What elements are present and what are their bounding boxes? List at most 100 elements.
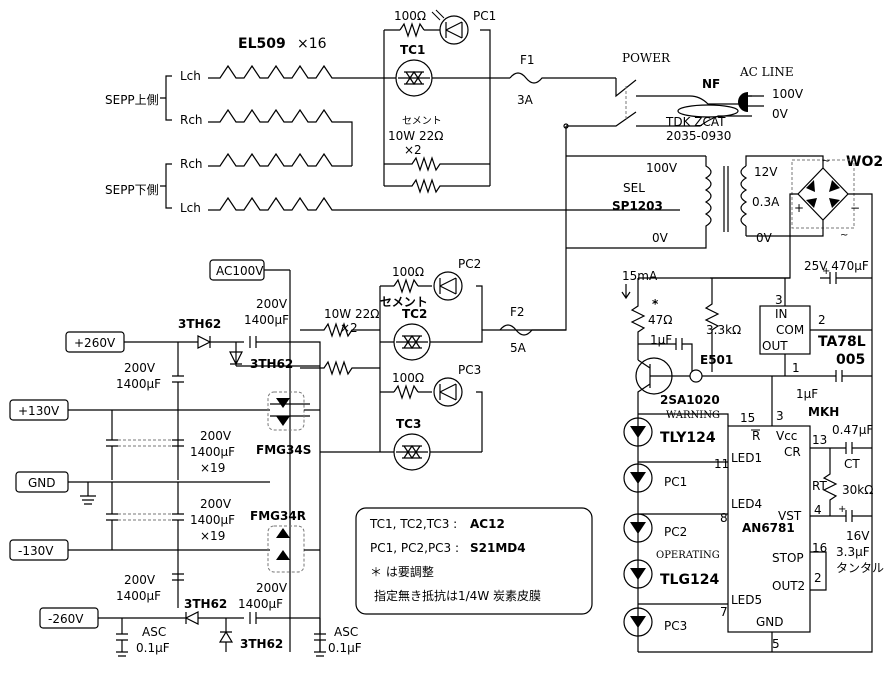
fuse-f2 [499,324,566,336]
c-main-top-c: 1400μF [116,377,161,391]
rch-upper-label: Rch [180,113,203,127]
sepp-upper-label: SEPP上側 [105,93,159,107]
c-bank-p-x: ×19 [200,461,225,475]
bridge-ac2: ~ [840,230,848,241]
gnd-bus [638,632,873,653]
r47-label: 47Ω [648,313,672,327]
pin-11: 11 [714,457,729,471]
cement-value-2: 10W 22Ω [324,307,379,321]
heater-row-1 [208,64,384,79]
notes-line4: 指定無き抵抗は1/4W 炭素皮膜 [374,588,541,603]
regulator-suffix: 005 [836,352,865,368]
r100-pc2 [393,278,419,294]
zcat-label-2: 2035-0930 [666,129,731,143]
pc1-led [623,463,653,493]
c-main-top [172,342,184,480]
tantal-label: タンタル [836,561,884,575]
port-p130-label: +130V [18,404,60,418]
fmg34s-label: FMG34S [256,443,311,457]
nf-wires [660,95,752,127]
ct-label: CT [844,457,860,471]
bridge-minus: − [850,201,860,215]
asc-left-label: ASC [142,625,166,639]
heater-row-4 [208,196,680,211]
rail-m260 [98,611,320,625]
heater-strings: EL509 ×16 SEPP上側 SEPP下側 Lch Rch Rch Lch [105,36,680,215]
xfmr-primary [704,156,712,238]
tantal-cap [810,510,872,522]
tc3-label: TC3 [396,417,421,431]
xfmr-core [723,166,729,232]
ic-stop: STOP [772,551,804,565]
bridge-ac1: ~ [822,156,830,167]
bridge-label: WO2 [846,154,883,170]
ic-rbar: R [752,429,760,443]
lower-brace [160,163,172,209]
pin-8: 8 [720,511,728,525]
notes-line2a: PC1, PC2,PC3 : [370,541,459,555]
pc1-triac [445,21,463,39]
ic-gnd: GND [756,615,784,629]
th62-4-label: 3TH62 [240,637,283,651]
ic-led1: LED1 [731,451,762,465]
c-main-bot-c: 1400μF [116,589,161,603]
cement-label-1: セメント [402,115,442,127]
xfmr-sec-leads [745,155,790,236]
ct-capacitor [810,442,872,454]
r100-pc3 [393,384,419,400]
xfmr-03a: 0.3A [752,195,780,209]
transformer-section: 100V SEL SP1203 0V 12V 0.3A 0V WO2 ~ ~ +… [612,154,883,648]
pc2-label: PC2 [458,257,481,271]
tc1-frame [383,29,491,186]
pin-16: 16 [812,541,827,555]
sepp-lower-label: SEPP下側 [105,183,159,197]
c470 [820,272,872,284]
tly124-label: TLY124 [660,430,716,446]
c-bank-m-link [118,513,172,521]
tc2-tc3-section: セメント 10W 22Ω ×2 100Ω PC2 TC2 F2 5A 100Ω … [262,257,566,652]
pin-13: 13 [812,433,827,447]
notes-frame [355,507,593,615]
nf-core [677,104,739,118]
r33k [704,278,720,372]
pc1-led-label: PC1 [664,475,687,489]
f2-label: F2 [510,305,525,319]
bridge-diamond [797,167,849,221]
zcat-label-1: TDK ZCAT [665,115,726,129]
power-switch-1 [615,78,660,98]
rt-label: RT [812,479,827,493]
xfmr-100v: 100V [646,161,678,175]
port-ac100v-label: AC100V [216,264,264,278]
heater-row-3 [208,152,352,167]
ic-vcc: Vcc [776,429,797,443]
e501-label: E501 [700,353,733,367]
pc2-led-tri [630,522,646,534]
cement-value-1: 10W 22Ω [388,129,443,143]
ic-led4: LED4 [731,497,762,511]
c-bank-m-x: ×19 [200,529,225,543]
c1uf-b-label: 1μF [796,387,818,401]
th62-3-label: 3TH62 [184,597,227,611]
port-m260-label: -260V [48,612,84,626]
warning-label: WARNING [666,410,720,421]
ac-plug [738,92,748,112]
notes-line2b: S21MD4 [470,541,526,555]
port-p260-label: +260V [74,336,116,350]
reg-in: IN [775,307,788,321]
cement-qty-1: ×2 [404,143,422,157]
r100-label: 100Ω [394,9,426,23]
rch-lower-label: Rch [180,157,203,171]
reg-pin2: 2 [818,313,826,327]
mkh-label: MKH [808,405,839,419]
tc3-frame [379,391,483,452]
pin-5: 5 [772,637,780,651]
port-m130-label: -130V [18,544,54,558]
c-bank-p-link [118,439,172,447]
acline-100v: 100V [772,87,804,101]
lch-upper-label: Lch [180,69,201,83]
fuse-f1 [509,72,616,84]
power-switch-2 [566,111,660,127]
c-main-top-v: 200V [124,361,156,375]
pc3-triac [439,383,457,401]
pin-15: 15 [740,411,755,425]
